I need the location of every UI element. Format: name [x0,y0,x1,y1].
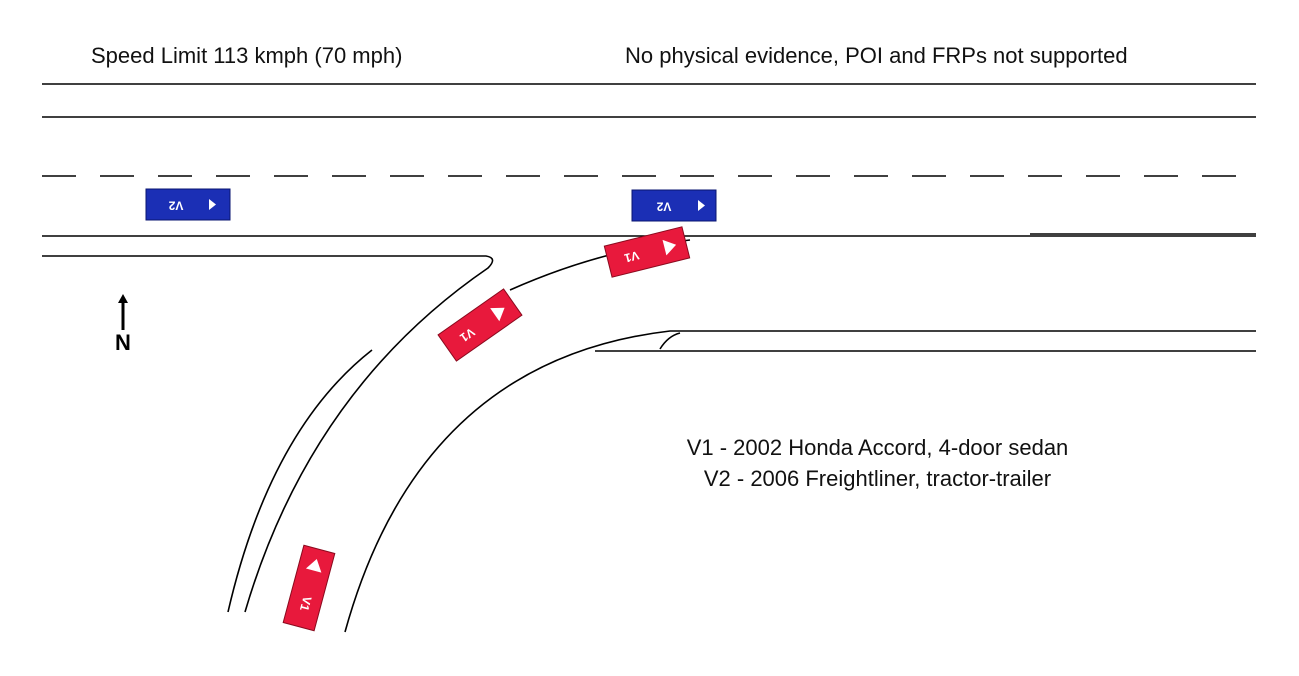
north-indicator: N [113,292,133,356]
v1-body [282,544,336,632]
north-arrow-head-icon [118,294,128,303]
v1-label: V1 [623,248,641,265]
west-gore-edge [42,255,494,613]
speed-limit-label: Speed Limit 113 kmph (70 mph) [91,43,403,68]
v1-position-2: V1 [437,288,523,362]
ramp-outer-curve [227,349,373,613]
north-letter: N [115,330,131,355]
v1-position-1: V1 [282,544,336,632]
v2-position-2: V2 [631,189,717,222]
v1-arrow [305,559,322,573]
v1-label: V1 [297,595,314,613]
v1-body [437,288,523,362]
v1-arrow [490,307,505,322]
v2-arrow [209,199,216,210]
legend-v2: V2 - 2006 Freightliner, tractor-trailer [703,466,1052,491]
v2-label: V2 [168,198,183,212]
v2-position-1: V2 [145,188,231,221]
v1-position-3: V1 [603,226,691,278]
road-lines [42,83,1256,633]
v1-arrow [662,239,677,256]
v2-label: V2 [656,199,671,213]
v2-arrow [698,200,705,211]
evidence-note-label: No physical evidence, POI and FRPs not s… [625,43,1128,68]
ramp-inner-curve-1 [344,330,1256,633]
vehicle-legend: V1 - 2002 Honda Accord, 4-door sedan V2 … [620,432,1135,494]
v1-body [603,226,691,278]
north-arrow [118,294,128,330]
ramp-east-edge-join [659,332,681,350]
legend-v1: V1 - 2002 Honda Accord, 4-door sedan [686,435,1069,460]
v2-body [145,188,231,221]
